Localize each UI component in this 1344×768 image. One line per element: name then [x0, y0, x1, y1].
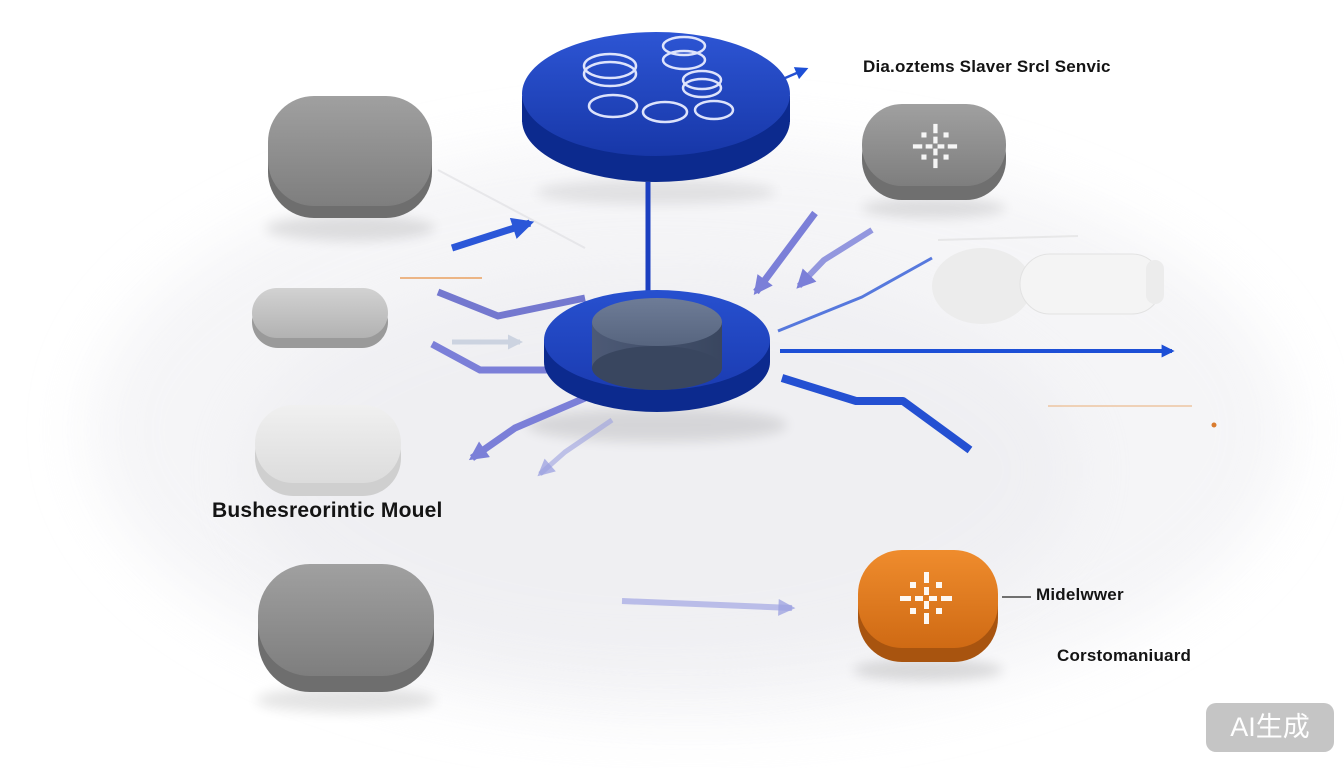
node-right-middle — [932, 248, 1164, 324]
node-left-bottom — [258, 564, 434, 692]
database-coins-icon — [582, 35, 735, 124]
arrow-purple-down-b — [796, 227, 874, 289]
arrow-purple-light-down-left — [537, 417, 614, 477]
hub-cylinder — [592, 298, 722, 390]
node-right-top — [862, 104, 1006, 200]
connector-arrows — [430, 67, 1175, 616]
ai-generated-watermark: AI生成 — [1206, 703, 1334, 752]
node-left-lower — [255, 405, 401, 496]
connector-purple-mid-left — [430, 340, 570, 374]
label-customer: Corstomaniuard — [1057, 646, 1192, 665]
connector-purple-upper-left — [436, 288, 586, 320]
faint-accent-lines — [400, 169, 1217, 428]
node-left-top — [268, 96, 432, 218]
arrow-blue-up-left — [450, 217, 535, 252]
connector-blue-zigzag-downright — [780, 374, 973, 454]
arrow-purple-down-a — [753, 210, 818, 296]
node-top-database — [522, 32, 790, 182]
node-center-hub — [544, 290, 770, 412]
label-business-model: Bushesreorintic Mouel — [212, 499, 443, 522]
node-left-middle — [252, 288, 388, 348]
label-middleware: Midelwwer — [1036, 585, 1124, 604]
node-middleware — [858, 550, 998, 662]
node-shadows — [256, 179, 1006, 713]
label-data-service: Dia.oztems Slaver Srcl Senvic — [863, 57, 1111, 76]
connector-blue-thin-upright — [777, 256, 933, 333]
arrow-lightpurple-bottom — [621, 598, 796, 616]
arrow-purple-down-left — [468, 394, 587, 461]
